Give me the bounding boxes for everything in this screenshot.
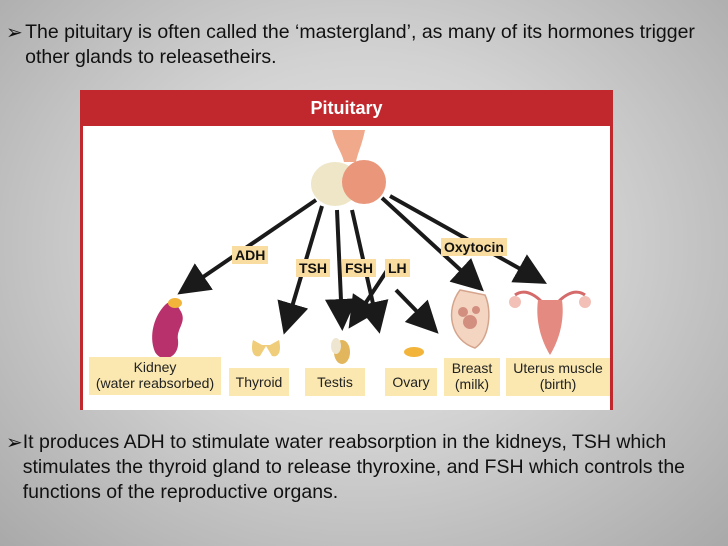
bullet-text: The pituitary is often called the ‘maste…	[25, 21, 695, 68]
bullet-point-pituitary: ➢ The pituitary is often called the ‘mas…	[6, 20, 706, 70]
ovary-icon	[404, 347, 424, 357]
uterus-label: Uterus muscle	[513, 360, 603, 376]
bullet-text: It produces ADH to stimulate water reabs…	[22, 431, 686, 503]
target-label-uterus: Uterus muscle (birth)	[506, 358, 610, 396]
thyroid-icon	[251, 340, 281, 357]
diagram-graphics	[152, 130, 591, 364]
target-label-testis: Testis	[305, 368, 365, 396]
bullet-point-functions: ➢ It produces ADH to stimulate water rea…	[6, 430, 696, 505]
pituitary-gland-icon	[311, 130, 386, 206]
diagram-title: Pituitary	[310, 98, 383, 118]
hormone-label-lh: LH	[385, 259, 410, 277]
target-label-kidney: Kidney (water reabsorbed)	[89, 357, 221, 395]
kidney-label: Kidney	[133, 359, 177, 375]
left-border	[80, 126, 83, 410]
hormone-label-adh: ADH	[232, 246, 269, 264]
kidney-icon	[152, 298, 183, 359]
title-bar	[80, 90, 613, 126]
testis-icon	[331, 338, 350, 364]
breast-icon	[450, 289, 490, 349]
breast-label: Breast	[451, 360, 493, 376]
hormone-label-oxytocin: Oxytocin	[441, 238, 507, 256]
uterus-note: (birth)	[539, 376, 577, 392]
target-label-thyroid: Thyroid	[229, 368, 289, 396]
uterus-icon	[509, 290, 591, 355]
breast-note: (milk)	[454, 376, 490, 392]
right-border	[610, 126, 613, 410]
arrow-bullet-icon: ➢	[6, 432, 23, 454]
target-label-ovary: Ovary	[385, 368, 437, 396]
target-label-breast: Breast (milk)	[444, 358, 500, 396]
arrow-bullet-icon: ➢	[6, 22, 23, 44]
hormone-label-tsh: TSH	[296, 259, 330, 277]
kidney-note: (water reabsorbed)	[95, 375, 215, 391]
hormone-label-fsh: FSH	[342, 259, 376, 277]
